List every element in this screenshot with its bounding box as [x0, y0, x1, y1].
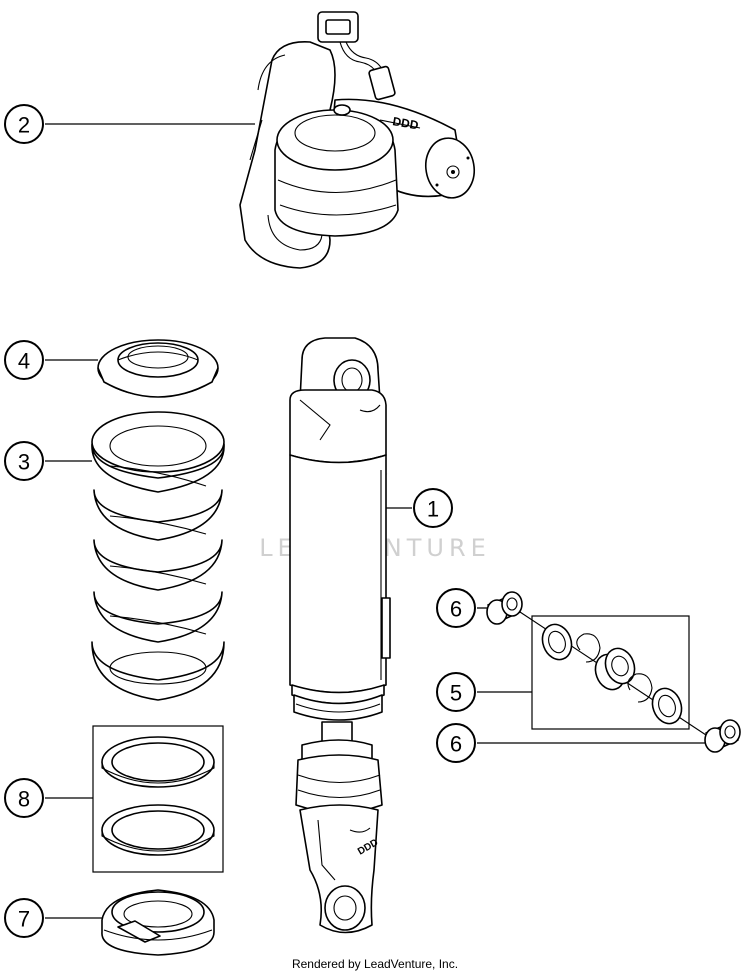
- callout-8[interactable]: 8: [4, 778, 44, 818]
- part-6-bushing-lower[interactable]: [704, 719, 741, 753]
- callout-3[interactable]: 3: [4, 441, 44, 481]
- render-credit: Rendered by LeadVenture, Inc.: [292, 957, 458, 971]
- callout-label: 6: [450, 732, 462, 757]
- callout-label: 6: [450, 597, 462, 622]
- callout-1[interactable]: 1: [413, 488, 453, 528]
- callout-label: 8: [18, 787, 30, 812]
- callout-label: 4: [18, 349, 30, 374]
- part-2-reservoir[interactable]: DDD: [239, 11, 479, 269]
- part-8-rings[interactable]: [92, 725, 224, 873]
- callout-4[interactable]: 4: [4, 340, 44, 380]
- callout-2[interactable]: 2: [4, 104, 44, 144]
- part-1-shock-absorber[interactable]: DDD: [289, 337, 391, 934]
- callout-label: 7: [18, 907, 30, 932]
- part-3-coil-spring[interactable]: [91, 411, 225, 701]
- part-7-lower-retainer[interactable]: [101, 889, 215, 956]
- callout-6-upper[interactable]: 6: [436, 588, 476, 628]
- leader-lines: [45, 123, 706, 919]
- callout-7[interactable]: 7: [4, 898, 44, 938]
- callout-5[interactable]: 5: [436, 672, 476, 712]
- callout-label: 5: [450, 681, 462, 706]
- callout-label: 2: [18, 113, 30, 138]
- callout-label: 3: [18, 450, 30, 475]
- part-4-spring-retainer[interactable]: [97, 339, 219, 398]
- callout-6-lower[interactable]: 6: [436, 723, 476, 763]
- part-5-bearing-kit[interactable]: [519, 611, 707, 736]
- part-6-bushing-upper[interactable]: [486, 591, 523, 625]
- svg-text:DDD: DDD: [391, 114, 419, 132]
- callout-label: 1: [427, 497, 439, 522]
